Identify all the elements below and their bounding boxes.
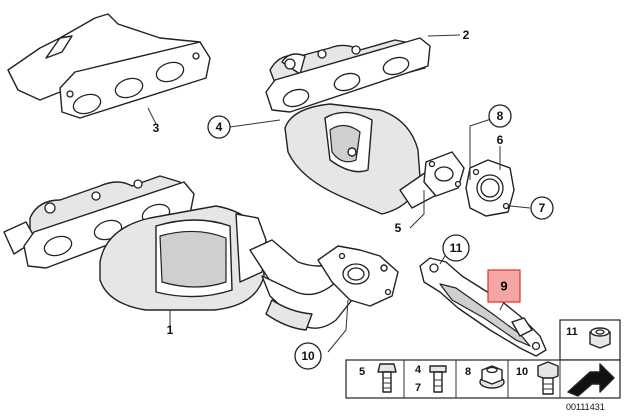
table-item-8[interactable]: 8 <box>465 365 505 389</box>
hex-bolt-icon <box>537 361 559 395</box>
flange-nut-icon <box>479 365 505 389</box>
callout-5[interactable]: 5 <box>395 221 402 235</box>
svg-text:4: 4 <box>415 364 422 376</box>
table-item-4-7[interactable]: 4 7 <box>415 364 447 394</box>
svg-text:8: 8 <box>465 366 471 378</box>
svg-text:5: 5 <box>395 221 402 235</box>
callout-2[interactable]: 2 <box>463 28 470 42</box>
svg-text:7: 7 <box>539 201 546 215</box>
svg-text:7: 7 <box>415 382 421 394</box>
callout-8[interactable]: 8 <box>488 104 512 128</box>
svg-text:3: 3 <box>153 121 160 135</box>
svg-text:5: 5 <box>359 366 365 378</box>
callout-10[interactable]: 10 <box>294 342 322 370</box>
svg-text:2: 2 <box>463 28 470 42</box>
leader-lines <box>147 34 531 353</box>
callout-11[interactable]: 11 <box>442 234 470 262</box>
svg-text:11: 11 <box>566 326 578 338</box>
stud-icon <box>429 365 447 393</box>
table-item-5[interactable]: 5 <box>359 363 397 393</box>
table-item-10[interactable]: 10 <box>516 361 559 395</box>
svg-text:10: 10 <box>516 366 528 378</box>
svg-text:10: 10 <box>301 349 315 363</box>
svg-text:8: 8 <box>497 109 504 123</box>
svg-text:1: 1 <box>167 323 174 337</box>
callout-3[interactable]: 3 <box>153 121 160 135</box>
table-item-11[interactable]: 11 <box>566 326 611 349</box>
front-manifold-part-1[interactable] <box>3 175 399 331</box>
callout-1[interactable]: 1 <box>167 323 174 337</box>
callout-4[interactable]: 4 <box>207 115 231 139</box>
bolt-icon <box>377 363 397 393</box>
callout-9[interactable]: 9 <box>487 269 521 303</box>
direction-arrow-icon <box>567 363 615 397</box>
gasket-part-6[interactable] <box>465 159 515 217</box>
rear-manifold-part-4[interactable] <box>265 37 465 215</box>
svg-text:11: 11 <box>450 241 463 255</box>
callout-7[interactable]: 7 <box>530 196 554 220</box>
svg-text:9: 9 <box>500 279 507 294</box>
svg-text:4: 4 <box>216 120 223 134</box>
diagram-number: 00111431 <box>566 402 605 412</box>
bracket-part-9[interactable] <box>419 257 547 357</box>
callout-6[interactable]: 6 <box>497 133 504 147</box>
svg-text:6: 6 <box>497 133 504 147</box>
heat-shield-part-3[interactable] <box>7 13 211 119</box>
